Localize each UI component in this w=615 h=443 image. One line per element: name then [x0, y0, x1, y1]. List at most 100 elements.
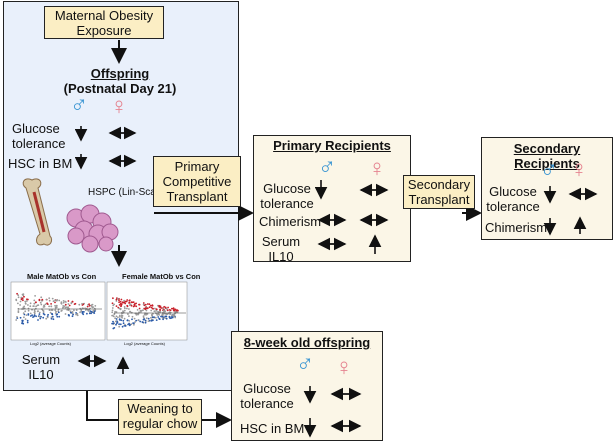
eight-week-title: 8-week old offspring [243, 335, 371, 350]
plot-point [135, 305, 138, 308]
plot-point [66, 309, 69, 311]
plot-point [126, 319, 129, 322]
plot-point [45, 298, 48, 301]
plot-point [29, 305, 32, 308]
plot-point [158, 305, 161, 308]
plot-point [46, 316, 49, 319]
plot-point [39, 301, 42, 304]
plot-point [26, 319, 29, 322]
plot-point [32, 316, 34, 318]
plot-point [46, 302, 48, 305]
plot-point [151, 307, 154, 310]
plot-point [151, 304, 154, 307]
plot-point [159, 308, 162, 311]
plot-point [162, 312, 164, 315]
plot-point [55, 306, 58, 309]
plot-point [19, 300, 22, 303]
plot-point [138, 307, 141, 310]
plot-point [90, 304, 93, 307]
plot-point [73, 303, 76, 305]
hsc-result-arrows [75, 154, 137, 170]
plot-point [111, 307, 114, 309]
plot-point [142, 303, 145, 306]
plot-point [111, 322, 113, 325]
plot-point [166, 309, 169, 312]
plot-point [115, 298, 118, 301]
plot-point [155, 319, 158, 321]
glucose-result-arrows [75, 126, 137, 142]
plot-point [84, 309, 87, 311]
plot-point [22, 319, 24, 322]
plot-point [62, 305, 65, 307]
bone-icon [22, 178, 53, 246]
plot-point [31, 314, 33, 317]
plot-point [121, 315, 124, 317]
plot-point [75, 309, 78, 311]
plot-point [86, 312, 88, 315]
plot-point [17, 294, 20, 297]
plot-point [123, 299, 125, 302]
offspring-heading: Offspring (Postnatal Day 21) [50, 66, 190, 96]
plot-point [48, 309, 51, 311]
primary-result-arrows [315, 180, 389, 254]
plot-point [38, 299, 41, 302]
plot-point [22, 299, 24, 302]
plot-point [37, 304, 40, 306]
plot-point [93, 312, 96, 314]
plot-point [70, 302, 73, 305]
female-symbol-icon: ♀ [368, 155, 386, 182]
male-symbol-icon: ♂ [70, 91, 88, 118]
plot-point [27, 304, 29, 306]
plot-point [39, 317, 42, 320]
plot-point [128, 308, 130, 310]
secondary-transplant-label: Secondary Transplant [407, 177, 471, 207]
plot-point [173, 308, 175, 311]
plot-point [149, 304, 152, 307]
eight-week-result-arrows [303, 386, 362, 438]
plot-point [111, 309, 114, 312]
plot-point [69, 310, 72, 313]
plot-point [72, 313, 74, 316]
serum-result-arrows [77, 354, 130, 374]
primary-serum-label: Serum IL10 [261, 234, 301, 264]
plot-point [112, 327, 115, 330]
plot-point [22, 306, 25, 309]
plot-point [45, 317, 48, 320]
plot-point [133, 317, 136, 320]
plot-point [54, 301, 56, 304]
plot-point [68, 304, 71, 307]
plot-point [117, 316, 119, 319]
plot-point [164, 306, 167, 309]
male-symbol-icon: ♂ [296, 350, 314, 377]
plot-point [169, 309, 172, 312]
female-x-axis-label: Log2 (average Counts) [124, 341, 165, 346]
plot-point [19, 304, 21, 306]
plot-point [88, 303, 90, 306]
plot-point [21, 322, 23, 325]
plot-point [80, 310, 83, 312]
plot-point [142, 302, 145, 304]
plot-point [33, 302, 36, 305]
plot-point [43, 305, 46, 308]
primary-transplant-box: Primary Competitive Transplant [153, 156, 241, 207]
plot-point [111, 311, 114, 314]
plot-point [112, 320, 114, 323]
plot-point [169, 313, 171, 316]
plot-point [17, 302, 19, 305]
maternal-obesity-box: Maternal Obesity Exposure [44, 6, 164, 39]
plot-point [79, 311, 81, 314]
plot-point [132, 301, 135, 303]
plot-point [51, 297, 54, 300]
plot-point [126, 304, 129, 307]
plot-point [71, 312, 74, 314]
plot-point [158, 317, 161, 320]
plot-point [51, 315, 54, 318]
serum-il10-label: Serum IL10 [21, 352, 61, 382]
plot-point [42, 316, 45, 319]
plot-point [115, 315, 118, 318]
plot-point [175, 311, 177, 313]
plot-point [174, 316, 177, 319]
plot-point [151, 314, 153, 317]
plot-point [150, 306, 153, 309]
plot-point [148, 306, 151, 309]
